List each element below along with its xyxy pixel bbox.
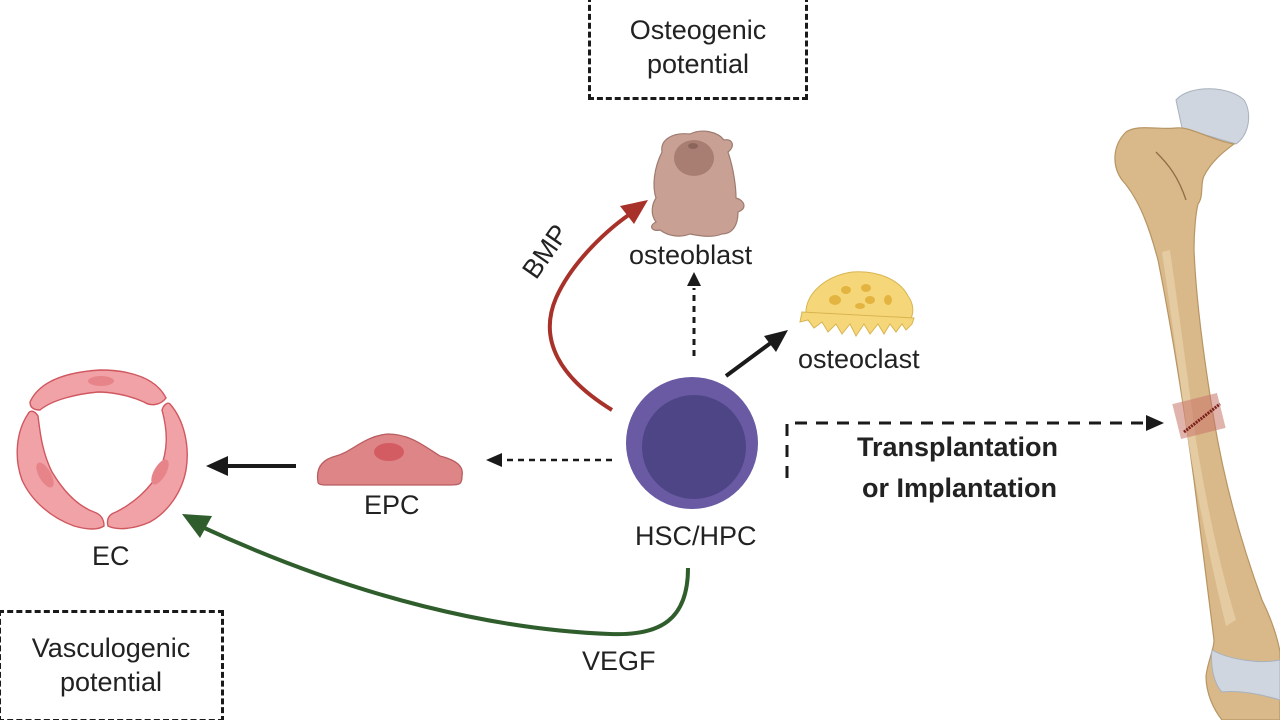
transplantation-arrowhead xyxy=(1146,415,1164,431)
hsc-to-osteoclast-arrowhead xyxy=(764,330,788,352)
ec-vessel-icon xyxy=(16,369,188,530)
hsc-to-osteoclast-arrow xyxy=(724,340,774,378)
vasculogenic-line-1: Vasculogenic xyxy=(31,633,191,664)
bmp-arrow xyxy=(547,208,638,412)
epc-cell-icon xyxy=(316,433,463,486)
implantation-label: or Implantation xyxy=(862,473,1057,503)
ec-label: EC xyxy=(92,541,130,571)
epc-to-ec-arrowhead xyxy=(206,456,228,476)
transplantation-dashed-arrow xyxy=(785,421,1150,478)
osteogenic-potential-box: Osteogenic potential xyxy=(588,0,808,100)
osteogenic-line-2: potential xyxy=(646,49,750,79)
osteoblast-cell-icon xyxy=(651,130,745,237)
transplantation-label: Transplantation xyxy=(857,432,1059,462)
hsc-hpc-label: HSC/HPC xyxy=(635,521,757,551)
hsc-to-epc-arrowhead xyxy=(486,453,502,467)
hsc-hpc-cell-icon xyxy=(626,377,758,509)
femur-bone-icon xyxy=(1114,88,1280,720)
bmp-arrowhead xyxy=(620,200,648,224)
osteogenic-line-1: Osteogenic xyxy=(629,15,767,46)
vegf-label: VEGF xyxy=(582,646,656,676)
vasculogenic-potential-box: Vasculogenic potential xyxy=(0,610,224,720)
osteoblast-label: osteoblast xyxy=(629,240,753,270)
vegf-arrowhead xyxy=(182,514,212,538)
osteoclast-cell-icon xyxy=(799,271,915,337)
epc-label: EPC xyxy=(364,490,420,520)
hsc-to-osteoblast-arrowhead xyxy=(687,272,701,286)
vegf-arrow xyxy=(199,524,690,637)
osteoclast-label: osteoclast xyxy=(798,344,920,374)
vasculogenic-line-2: potential xyxy=(59,667,163,697)
